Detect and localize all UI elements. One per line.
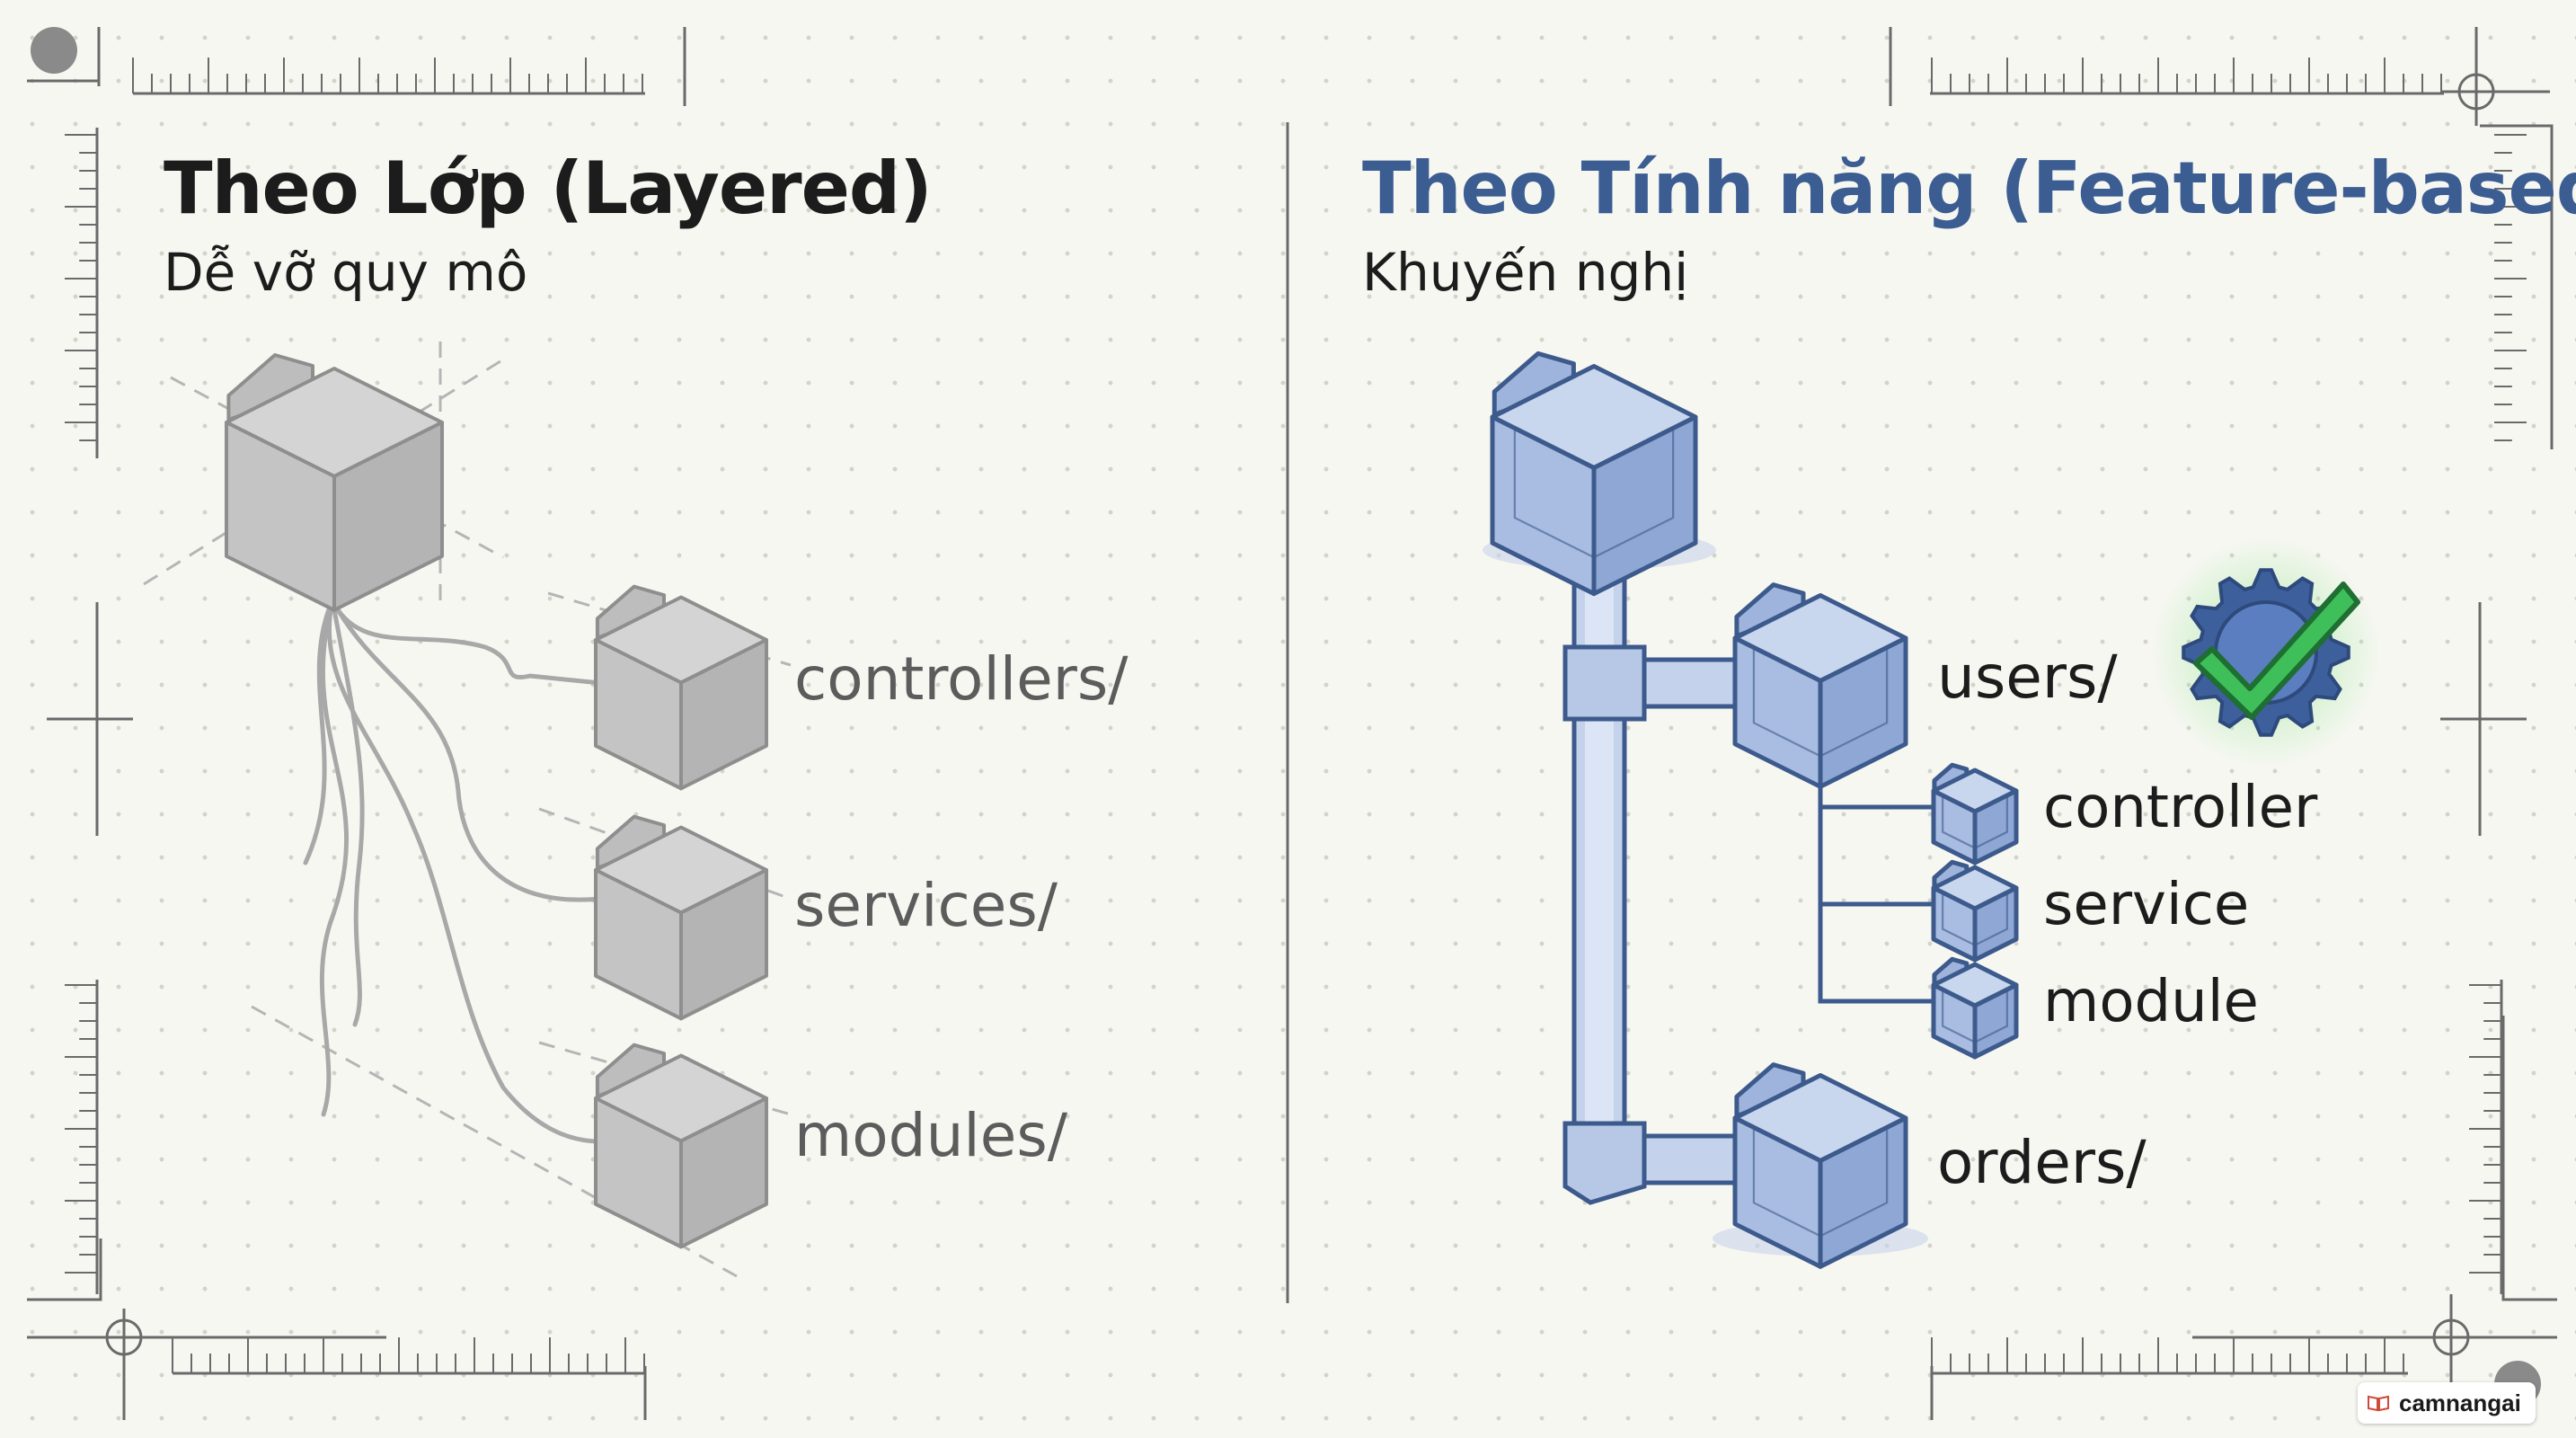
ruler-ticks-right-upper xyxy=(2494,134,2527,441)
feature-diagram: users/ controller service module orders/ xyxy=(1483,351,2383,1269)
feature-title: Theo Tính năng (Feature-based) xyxy=(1362,146,2576,230)
check-badge-icon xyxy=(2149,536,2383,769)
sub-label-controller: controller xyxy=(2043,775,2318,841)
cube-module xyxy=(1931,956,2019,1060)
sub-label-module: module xyxy=(2043,969,2259,1035)
ruler-ticks-right-lower xyxy=(2469,984,2501,1274)
watermark-badge: camnangai xyxy=(2358,1382,2536,1424)
ruler-ticks-bottom-left xyxy=(172,1337,645,1373)
folder-cube-feature-root xyxy=(1490,351,1698,597)
crosshair-right xyxy=(2440,602,2527,836)
ruler-ticks-bottom-right xyxy=(1931,1337,2404,1373)
folder-label-services: services/ xyxy=(794,871,1058,940)
folder-label-modules: modules/ xyxy=(794,1101,1068,1170)
feature-subtitle: Khuyến nghị xyxy=(1362,242,1689,303)
folder-label-orders: orders/ xyxy=(1937,1128,2147,1197)
sub-tree-lines xyxy=(1818,764,1934,1004)
folder-cube-controllers xyxy=(594,584,768,791)
frame-decor xyxy=(27,27,2557,1420)
sub-label-service: service xyxy=(2043,872,2249,938)
corner-bracket-bottom-left xyxy=(27,1238,102,1301)
ruler-ticks-top-right xyxy=(1931,58,2442,93)
layered-subtitle: Dễ vỡ quy mô xyxy=(164,242,528,303)
layered-diagram: controllers/ services/ modules/ xyxy=(143,342,1129,1278)
folder-cube-orders xyxy=(1732,1062,1908,1269)
ruler-ticks-top-left xyxy=(132,58,643,93)
folder-label-controllers: controllers/ xyxy=(794,644,1129,714)
feature-pipe xyxy=(1562,537,1740,1205)
feature-folders xyxy=(1483,351,2019,1269)
layered-title: Theo Lớp (Layered) xyxy=(164,146,933,230)
corner-bracket-top-left xyxy=(27,27,101,86)
tangled-links xyxy=(303,598,603,1144)
crosshair-left xyxy=(47,602,133,836)
corner-bracket-bottom-right xyxy=(2501,1016,2557,1301)
folder-cube-users xyxy=(1732,582,1908,789)
folder-cube-root xyxy=(225,353,444,612)
corner-bracket-top-right xyxy=(2480,124,2554,449)
folder-cube-modules xyxy=(594,1043,768,1249)
book-icon xyxy=(2368,1395,2389,1412)
ruler-ticks-left-lower xyxy=(65,984,97,1274)
watermark-text: camnangai xyxy=(2399,1389,2521,1416)
corner-dot-top-left xyxy=(31,27,77,74)
cube-service xyxy=(1931,859,2019,963)
folder-cube-services xyxy=(594,814,768,1021)
folder-label-users: users/ xyxy=(1937,643,2118,712)
cube-controller xyxy=(1931,762,2019,865)
ruler-ticks-left-upper xyxy=(65,134,97,441)
layered-folders xyxy=(225,353,768,1249)
